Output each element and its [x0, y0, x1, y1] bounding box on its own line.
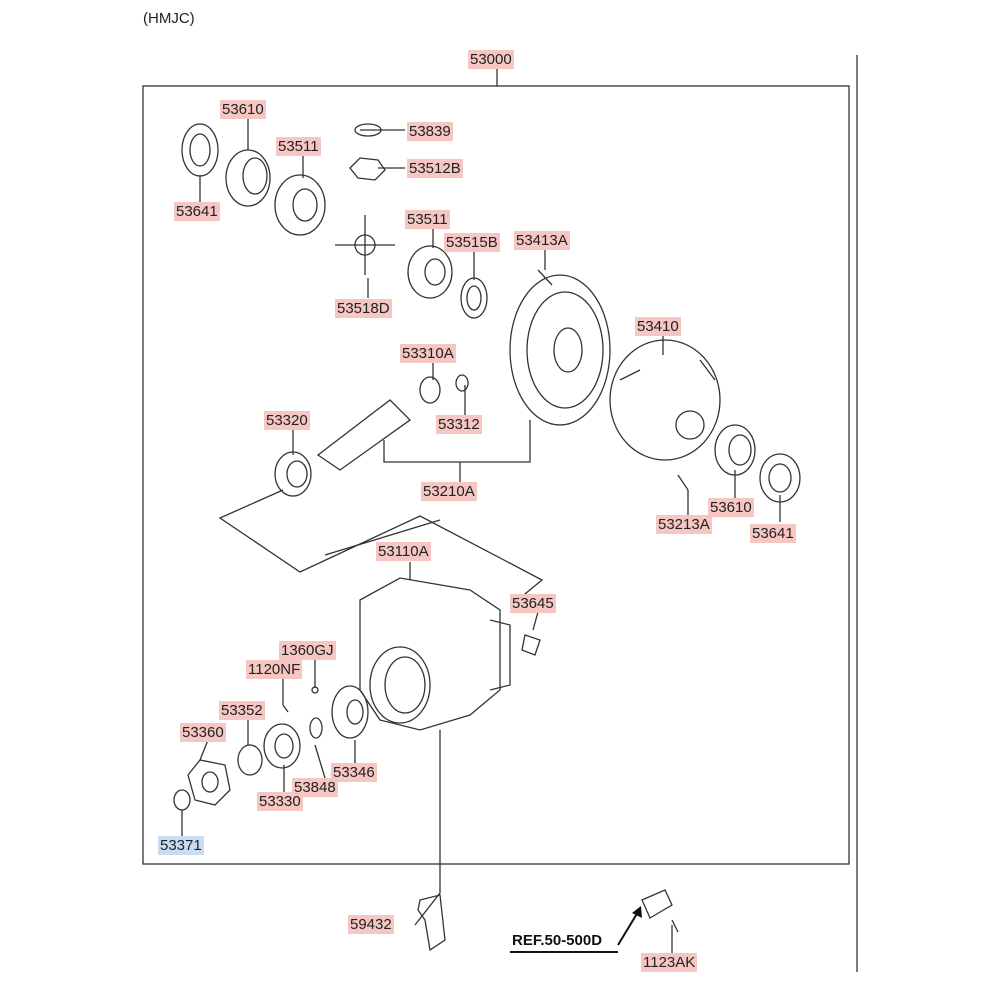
part-label-53312[interactable]: 53312	[436, 415, 482, 434]
assembly-frame	[142, 85, 850, 865]
part-label-1123ak[interactable]: 1123AK	[641, 953, 698, 972]
part-label-53610-right[interactable]: 53610	[708, 498, 754, 517]
part-label-53000[interactable]: 53000	[468, 50, 514, 69]
part-label-53641-top[interactable]: 53641	[174, 202, 220, 221]
part-label-53210a[interactable]: 53210A	[421, 482, 477, 501]
part-label-53518d[interactable]: 53518D	[335, 299, 392, 318]
part-label-53352[interactable]: 53352	[219, 701, 265, 720]
part-label-53848[interactable]: 53848	[292, 778, 338, 797]
ref-pointer-arrow	[510, 906, 642, 953]
brand-code-header: (HMJC)	[143, 10, 195, 27]
part-label-53320[interactable]: 53320	[264, 411, 310, 430]
part-label-53330[interactable]: 53330	[257, 792, 303, 811]
part-label-53515b[interactable]: 53515B	[444, 233, 500, 252]
part-label-53371-selected[interactable]: 53371	[158, 836, 204, 855]
part-label-53110a[interactable]: 53110A	[376, 542, 431, 561]
part-label-53360[interactable]: 53360	[180, 723, 226, 742]
reference-link[interactable]: REF.50-500D	[512, 932, 603, 949]
part-label-53413a[interactable]: 53413A	[514, 231, 570, 250]
part-label-53839[interactable]: 53839	[407, 122, 453, 141]
part-label-53512b[interactable]: 53512B	[407, 159, 463, 178]
part-label-53610-top[interactable]: 53610	[220, 100, 266, 119]
part-label-53645[interactable]: 53645	[510, 594, 556, 613]
part-label-53410[interactable]: 53410	[635, 317, 681, 336]
part-label-1120nf[interactable]: 1120NF	[246, 660, 303, 679]
part-label-53346[interactable]: 53346	[331, 763, 377, 782]
part-label-59432[interactable]: 59432	[348, 915, 394, 934]
part-label-53213a[interactable]: 53213A	[656, 515, 712, 534]
part-label-53641-right[interactable]: 53641	[750, 524, 796, 543]
part-label-53511-top[interactable]: 53511	[276, 137, 321, 156]
part-label-1360gj[interactable]: 1360GJ	[279, 641, 336, 660]
part-label-53511-mid[interactable]: 53511	[405, 210, 450, 229]
part-label-53310a[interactable]: 53310A	[400, 344, 456, 363]
